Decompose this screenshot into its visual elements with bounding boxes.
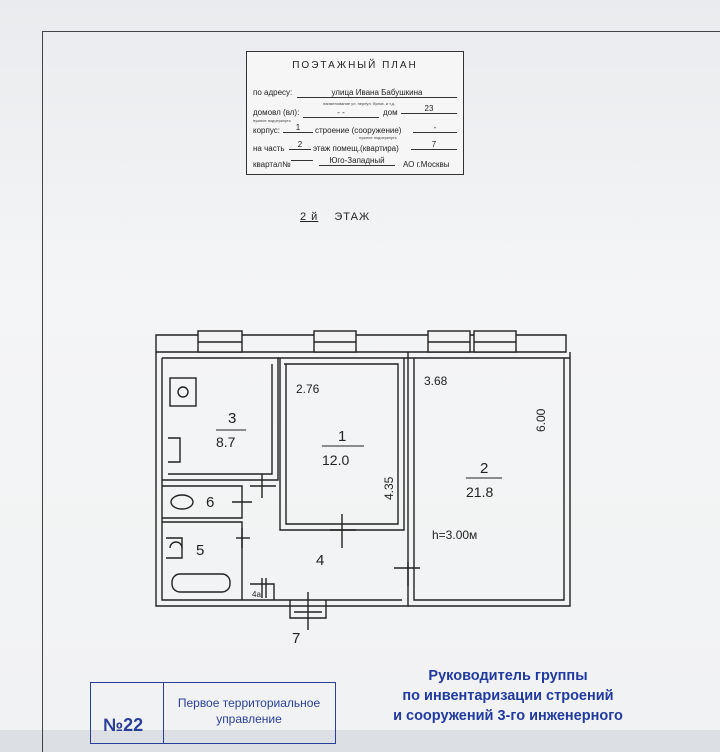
room-5-walls xyxy=(162,521,243,600)
kvartal-line: квартал№ Юго-Западный АО г.Москвы xyxy=(253,156,457,174)
dim-4-35: 4.35 xyxy=(382,476,396,500)
address-value: улица Ивана Бабушкина xyxy=(297,88,457,98)
room-6-walls xyxy=(162,485,243,519)
domovl-label: домовл (вл): xyxy=(253,108,300,117)
stamp-number-cell: №22 xyxy=(91,683,164,743)
outer-wall-right xyxy=(408,352,571,607)
address-hint: наименование ул. переул. бульв. и т.д. xyxy=(323,101,396,106)
etazh-value: 7 xyxy=(411,140,457,150)
ao-value: АО г.Москвы xyxy=(403,160,450,169)
dim-6-00: 6.00 xyxy=(534,408,548,432)
room-3-walls xyxy=(162,357,279,481)
kvartal-label: квартал№ xyxy=(253,160,291,169)
outer-wall-left xyxy=(155,352,409,607)
chast-value: 2 xyxy=(289,140,311,150)
stamp-number: №22 xyxy=(103,715,144,735)
korpus-label: корпус: xyxy=(253,126,280,135)
room-3-id: 3 xyxy=(228,410,237,427)
floor-caption: 2 й ЭТАЖ xyxy=(300,211,370,223)
korpus-line: корпус: 1 строение (сооружение) - xyxy=(253,123,457,140)
signature-line-1: Руководитель группы xyxy=(428,668,588,684)
domovl-hint: нужное подчеркнуть xyxy=(253,118,291,123)
domovl-line: домовл (вл): - - дом 23 xyxy=(253,104,457,122)
signature-line-3: и сооружений 3-го инженерного xyxy=(393,708,623,724)
room-4-id: 4 xyxy=(316,552,325,569)
dom-value: 23 xyxy=(401,104,457,114)
bathtub xyxy=(171,573,231,593)
room-5-id: 5 xyxy=(196,542,205,559)
dim-2-76: 2.76 xyxy=(296,382,320,396)
floor-plan xyxy=(155,330,571,630)
dim-3-68: 3.68 xyxy=(424,374,448,388)
ceiling-height: h=3.00м xyxy=(432,528,478,542)
room-1-id: 1 xyxy=(338,428,347,445)
stamp-line-1: Первое территориальное xyxy=(177,696,321,710)
stroenie-hint: нужное подчеркнуть xyxy=(359,135,397,140)
plan-title: ПОЭТАЖНЫЙ ПЛАН xyxy=(292,60,418,71)
floor-number: 2 й xyxy=(300,211,319,223)
header-table: ПОЭТАЖНЫЙ ПЛАН по адресу: улица Ивана Ба… xyxy=(246,51,464,175)
room-3-area: 8.7 xyxy=(216,434,236,450)
chast-label: на часть xyxy=(253,144,285,153)
address-label: по адресу: xyxy=(253,88,293,97)
address-line: по адресу: улица Ивана Бабушкина xyxy=(253,88,457,102)
room-4a-id: 4а xyxy=(252,590,261,599)
stove xyxy=(169,377,197,407)
stamp-line-2: управление xyxy=(216,712,282,726)
korpus-value: 1 xyxy=(283,123,313,133)
stamp-text: Первое территориальное управление xyxy=(167,695,331,727)
domovl-value: - - xyxy=(303,108,379,118)
signature-line-2: по инвентаризации строений xyxy=(402,688,614,704)
etazh-label: этаж помещ.(квартира) xyxy=(313,144,399,153)
room-7-id: 7 xyxy=(292,630,301,647)
registry-stamp: №22 Первое территориальное управление xyxy=(90,682,336,744)
room-2-area: 21.8 xyxy=(466,484,494,500)
kvartal-value: Юго-Западный xyxy=(319,156,395,166)
room-1-walls xyxy=(278,357,405,531)
toilet xyxy=(170,494,194,510)
page-frame xyxy=(42,31,720,752)
stroenie-value: - xyxy=(413,123,457,133)
room-2-id: 2 xyxy=(480,460,489,477)
dom-label: дом xyxy=(383,108,398,117)
floor-label: ЭТАЖ xyxy=(334,211,371,223)
room-1-area: 12.0 xyxy=(322,452,350,468)
stroenie-label: строение (сооружение) xyxy=(315,126,402,135)
room-6-id: 6 xyxy=(206,494,215,511)
chast-line: на часть 2 этаж помещ.(квартира) 7 xyxy=(253,140,457,158)
signature-block: Руководитель группы по инвентаризации ст… xyxy=(348,666,668,726)
